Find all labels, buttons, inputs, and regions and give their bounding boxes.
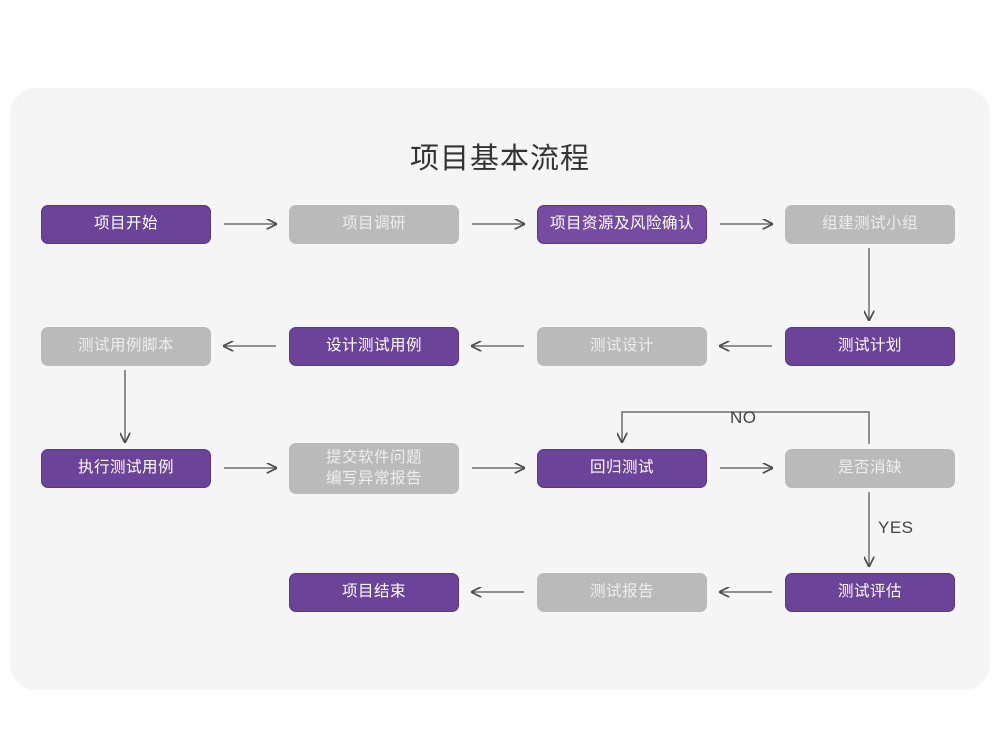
node-build-test-team[interactable]: 组建测试小组	[785, 205, 955, 244]
node-project-start[interactable]: 项目开始	[41, 205, 211, 244]
node-execute-test-cases[interactable]: 执行测试用例	[41, 449, 211, 488]
node-regression-test[interactable]: 回归测试	[537, 449, 707, 488]
edge-label-yes: YES	[878, 518, 914, 537]
node-test-evaluation[interactable]: 测试评估	[785, 573, 955, 612]
page-title: 项目基本流程	[409, 143, 590, 175]
edge-label-no: NO	[730, 408, 757, 427]
node-submit-issue-report[interactable]: 提交软件问题 编写异常报告	[289, 443, 459, 494]
node-project-research[interactable]: 项目调研	[289, 205, 459, 244]
node-test-design[interactable]: 测试设计	[537, 327, 707, 366]
node-resource-risk-confirm[interactable]: 项目资源及风险确认	[537, 205, 707, 244]
node-test-case-script[interactable]: 测试用例脚本	[41, 327, 211, 366]
node-test-report[interactable]: 测试报告	[537, 573, 707, 612]
node-test-plan[interactable]: 测试计划	[785, 327, 955, 366]
node-project-end[interactable]: 项目结束	[289, 573, 459, 612]
node-design-test-cases[interactable]: 设计测试用例	[289, 327, 459, 366]
node-defect-cleared-decision[interactable]: 是否消缺	[785, 449, 955, 488]
